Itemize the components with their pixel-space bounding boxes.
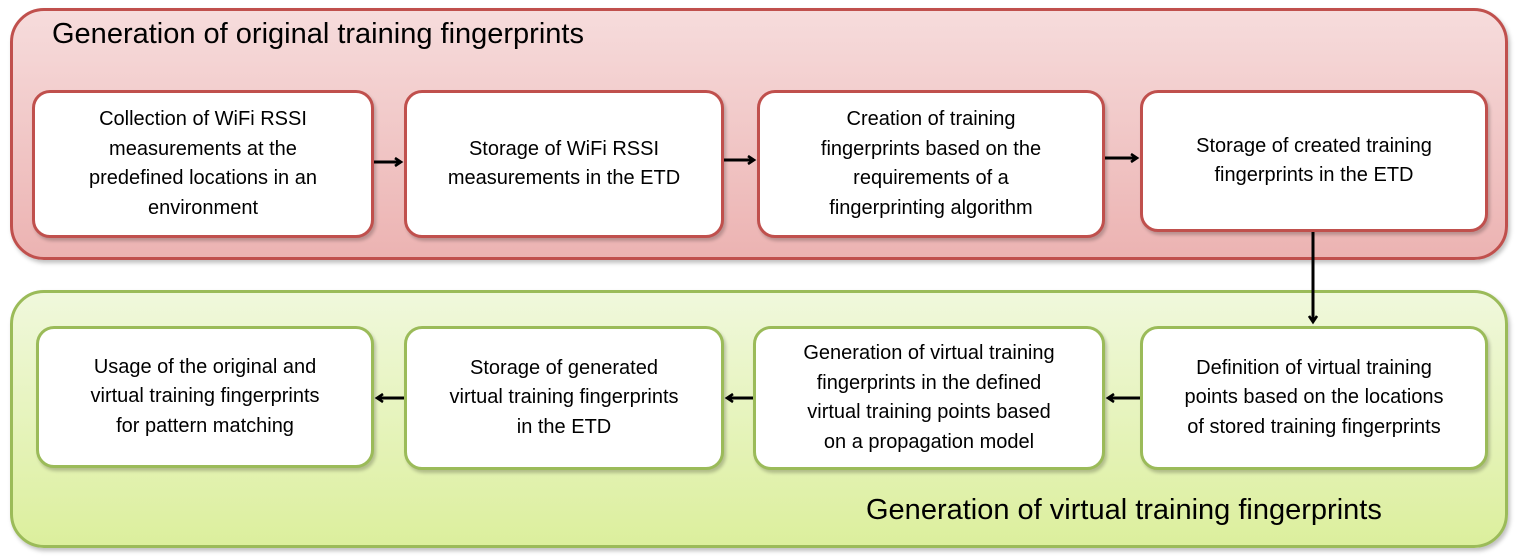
step-store-fingerprints: Storage of created training fingerprints… bbox=[1140, 90, 1488, 232]
step-create-fingerprints: Creation of training fingerprints based … bbox=[757, 90, 1105, 238]
step-collect-rssi: Collection of WiFi RSSI measurements at … bbox=[32, 90, 374, 238]
step-define-virtual-points: Definition of virtual training points ba… bbox=[1140, 326, 1488, 470]
step-store-virtual-fingerprints: Storage of generated virtual training fi… bbox=[404, 326, 724, 470]
virtual-fingerprints-title: Generation of virtual training fingerpri… bbox=[866, 494, 1382, 526]
original-fingerprints-title: Generation of original training fingerpr… bbox=[52, 18, 584, 50]
step-store-rssi: Storage of WiFi RSSI measurements in the… bbox=[404, 90, 724, 238]
step-generate-virtual-fingerprints: Generation of virtual training fingerpri… bbox=[753, 326, 1105, 470]
step-pattern-matching: Usage of the original and virtual traini… bbox=[36, 326, 374, 468]
